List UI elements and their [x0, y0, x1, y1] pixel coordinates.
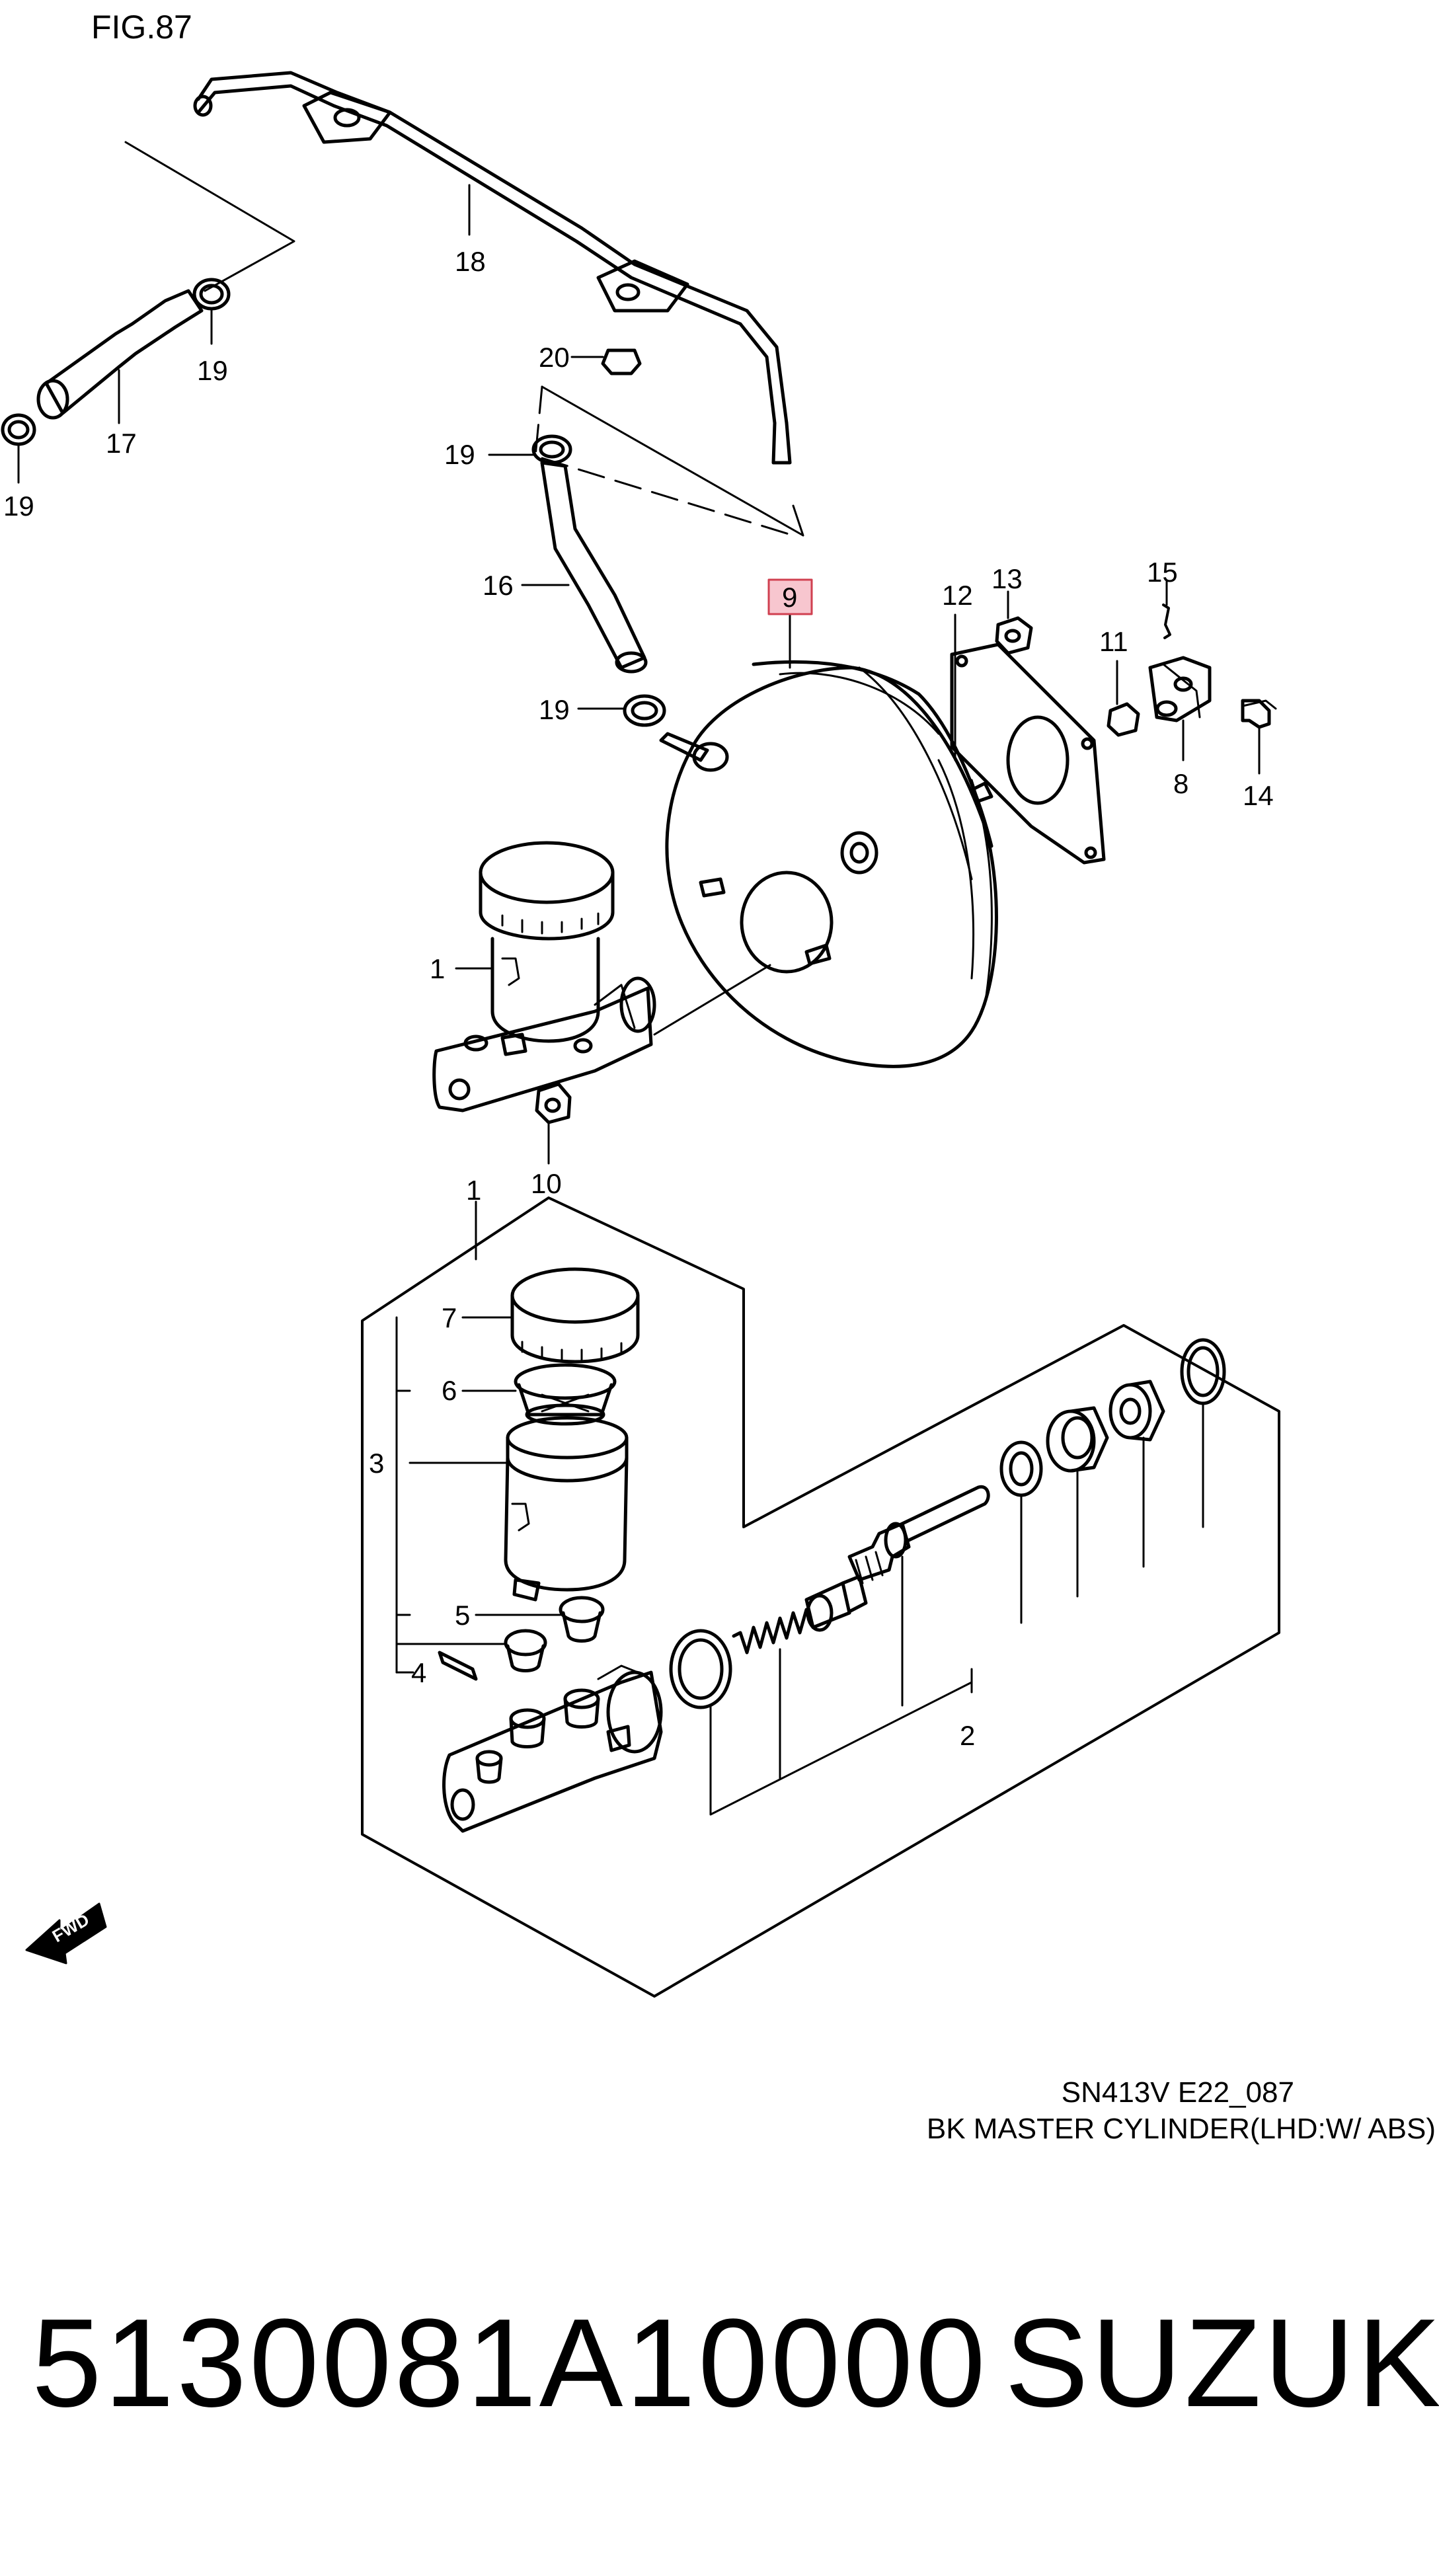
clamp-19-c [488, 434, 572, 465]
spring-piston [732, 1575, 868, 1655]
callout-11: 11 [1099, 626, 1128, 657]
secondary-piston [847, 1485, 990, 1584]
figure-title: FIG.87 [91, 9, 192, 46]
brake-booster-9 [653, 607, 998, 1068]
nut-20 [570, 348, 642, 375]
strainer-6 [461, 1363, 617, 1426]
master-cylinder-top [432, 841, 656, 1112]
gasket-12 [950, 613, 1106, 865]
clevis-8 [1148, 656, 1212, 761]
callout-18: 18 [455, 246, 486, 277]
callout-4: 4 [411, 1657, 426, 1688]
callout-19: 19 [444, 439, 475, 470]
callout-13: 13 [992, 563, 1023, 594]
callout-16: 16 [483, 570, 514, 601]
nut-13 [995, 590, 1033, 655]
parts-diagram: FIG.87 18 19 17 19 20 19 16 19 9 12 13 1… [1, 9, 1436, 2145]
clip-15 [1162, 580, 1171, 639]
cup-seal [1108, 1380, 1165, 1442]
callout-7: 7 [442, 1302, 457, 1333]
hose-17 [36, 289, 204, 424]
reservoir-cap-7 [461, 1267, 640, 1364]
snap-ring [1180, 1338, 1226, 1405]
callout-9-highlight [767, 578, 813, 615]
cylinder-body [442, 1664, 663, 1833]
hose-16 [521, 461, 648, 674]
callout-19: 19 [3, 490, 34, 522]
callout-6: 6 [442, 1375, 457, 1406]
bracket-lines-2 [709, 1401, 1204, 1816]
callout-19: 19 [539, 694, 570, 725]
caption-code: SN413V E22_087 [1062, 2076, 1294, 2109]
callout-12: 12 [942, 580, 973, 611]
pin-4 [438, 1651, 478, 1681]
footer [0, 2148, 1439, 2576]
brand-name: SUZUKI [1005, 2293, 1439, 2433]
nut-11 [1107, 660, 1140, 737]
grommet-5-b [395, 1629, 547, 1672]
callout-14: 14 [1243, 780, 1274, 811]
seal-ring-a [999, 1440, 1043, 1497]
callout-9: 9 [782, 582, 797, 613]
callout-19: 19 [197, 355, 228, 386]
exploded-view-frame [361, 1196, 1280, 1998]
callout-2: 2 [960, 1720, 975, 1751]
callout-8: 8 [1173, 768, 1188, 799]
callout-20: 20 [539, 342, 570, 373]
clamp-19-a [192, 278, 231, 345]
seal-ring-b [1046, 1406, 1109, 1473]
clamp-19-b [1, 413, 36, 484]
callout-1: 1 [430, 953, 445, 984]
o-ring [669, 1629, 732, 1709]
pin-14 [1241, 699, 1277, 775]
callout-3: 3 [369, 1448, 384, 1479]
callout-5: 5 [455, 1600, 470, 1631]
reservoir-3 [408, 1416, 629, 1602]
bracket-lines-left [395, 1316, 414, 1674]
callout-10: 10 [531, 1168, 562, 1199]
caption-description: BK MASTER CYLINDER(LHD:W/ ABS) [927, 2113, 1436, 2145]
vacuum-pipe-18 [193, 71, 792, 465]
fwd-arrow-icon [25, 1902, 107, 1965]
nut-10 [535, 1082, 572, 1165]
part-number: 5130081A10000 [32, 2293, 988, 2433]
callout-15: 15 [1147, 557, 1178, 588]
callout-17: 17 [106, 428, 137, 459]
grommet-5-a [475, 1596, 605, 1643]
callout-1: 1 [466, 1175, 481, 1206]
clamp-19-d [577, 694, 666, 727]
